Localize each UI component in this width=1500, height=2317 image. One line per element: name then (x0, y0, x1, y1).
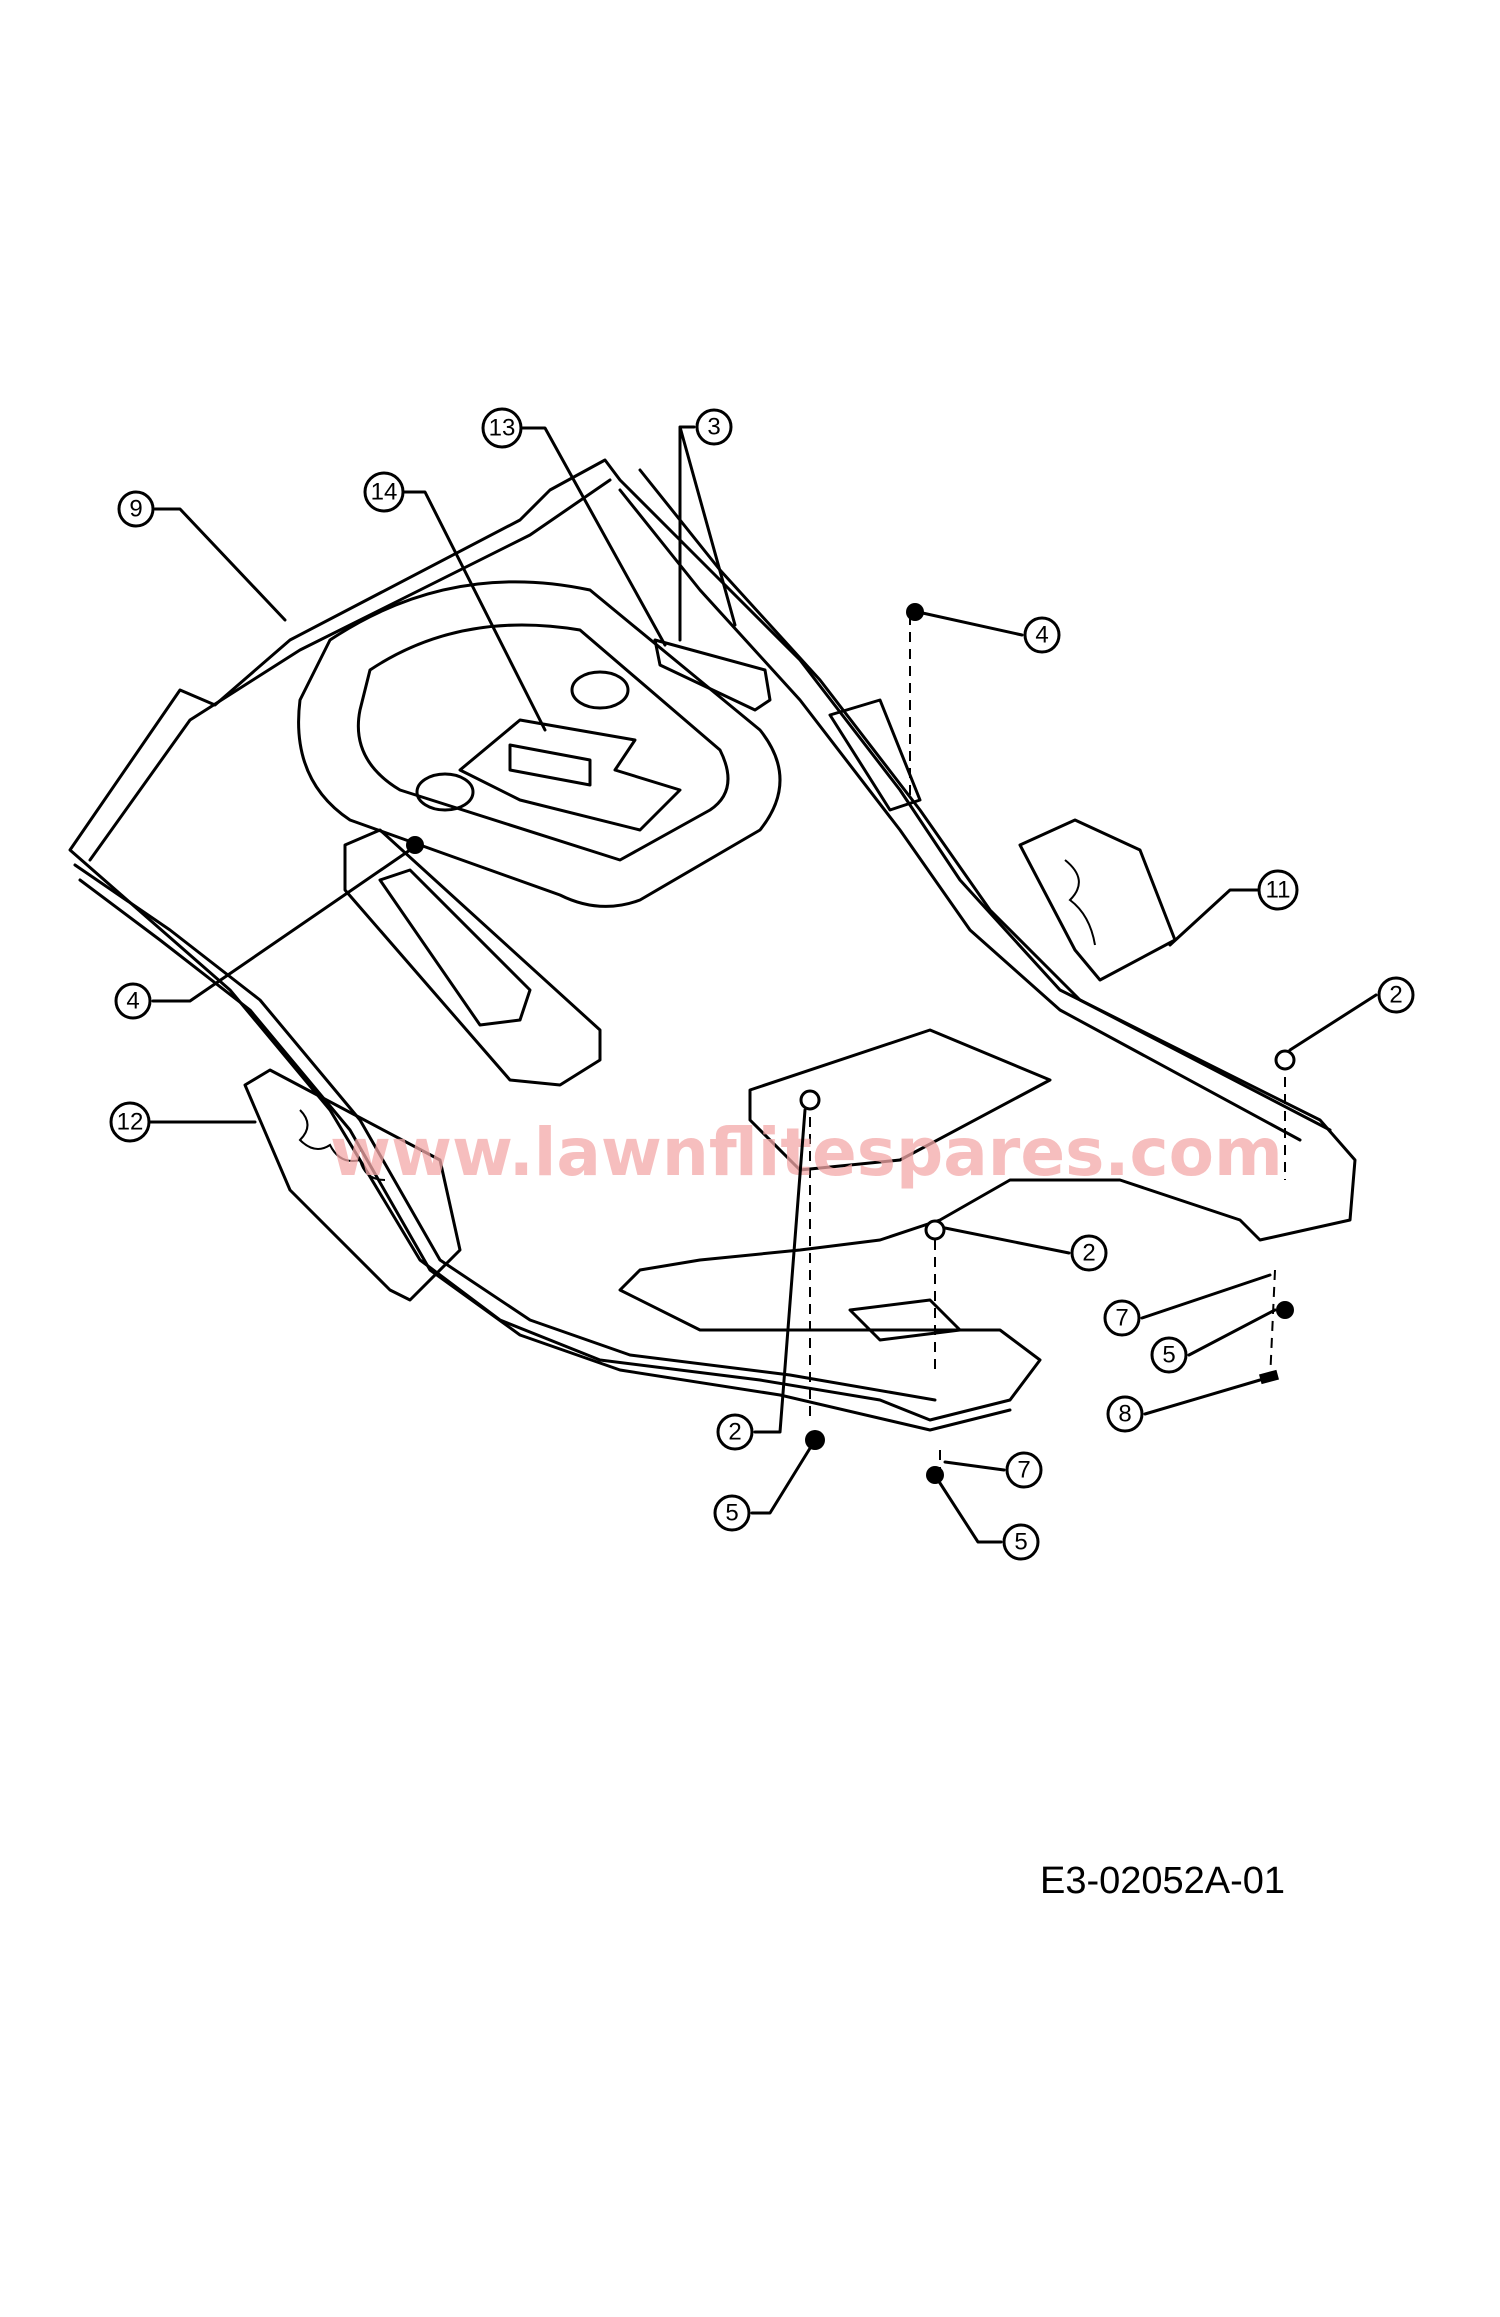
callout-8: 8 (1106, 1395, 1144, 1433)
callout-7-bottom: 7 (1005, 1451, 1043, 1489)
svg-text:4: 4 (126, 988, 139, 1015)
svg-text:2: 2 (1082, 1240, 1095, 1267)
callout-2-right: 2 (1377, 976, 1415, 1014)
svg-text:2: 2 (1389, 982, 1402, 1009)
svg-text:14: 14 (371, 479, 398, 506)
callout-2-mid: 2 (1070, 1234, 1108, 1272)
callout-2-bottom: 2 (716, 1413, 754, 1451)
callout-5-right: 5 (1150, 1336, 1188, 1374)
svg-text:8: 8 (1118, 1401, 1131, 1428)
callout-4-left: 4 (114, 982, 152, 1020)
drawing-code: E3-02052A-01 (1040, 1860, 1286, 1902)
svg-text:5: 5 (1162, 1342, 1175, 1369)
callout-3: 3 (695, 408, 733, 446)
svg-text:9: 9 (129, 496, 142, 523)
callout-13: 13 (481, 407, 523, 449)
callout-4-right: 4 (1023, 616, 1061, 654)
svg-text:2: 2 (728, 1419, 741, 1446)
callout-9: 9 (117, 490, 155, 528)
callout-14: 14 (363, 471, 405, 513)
svg-text:5: 5 (1014, 1529, 1027, 1556)
callout-12: 12 (109, 1101, 151, 1143)
svg-text:4: 4 (1035, 622, 1048, 649)
callout-5-bottom: 5 (1002, 1523, 1040, 1561)
svg-text:11: 11 (1266, 877, 1291, 904)
svg-text:13: 13 (489, 415, 516, 442)
watermark: www.lawnflitespares.com (330, 1114, 1283, 1191)
svg-text:7: 7 (1017, 1457, 1030, 1484)
fender-body (68, 458, 1357, 1484)
callout-7-right: 7 (1103, 1299, 1141, 1337)
svg-text:12: 12 (117, 1109, 144, 1136)
callout-11: 11 (1257, 869, 1299, 911)
svg-text:5: 5 (725, 1500, 738, 1527)
svg-text:7: 7 (1115, 1305, 1128, 1332)
svg-text:3: 3 (707, 414, 720, 441)
leader-lines (148, 425, 1378, 1544)
callout-5-left: 5 (713, 1494, 751, 1532)
